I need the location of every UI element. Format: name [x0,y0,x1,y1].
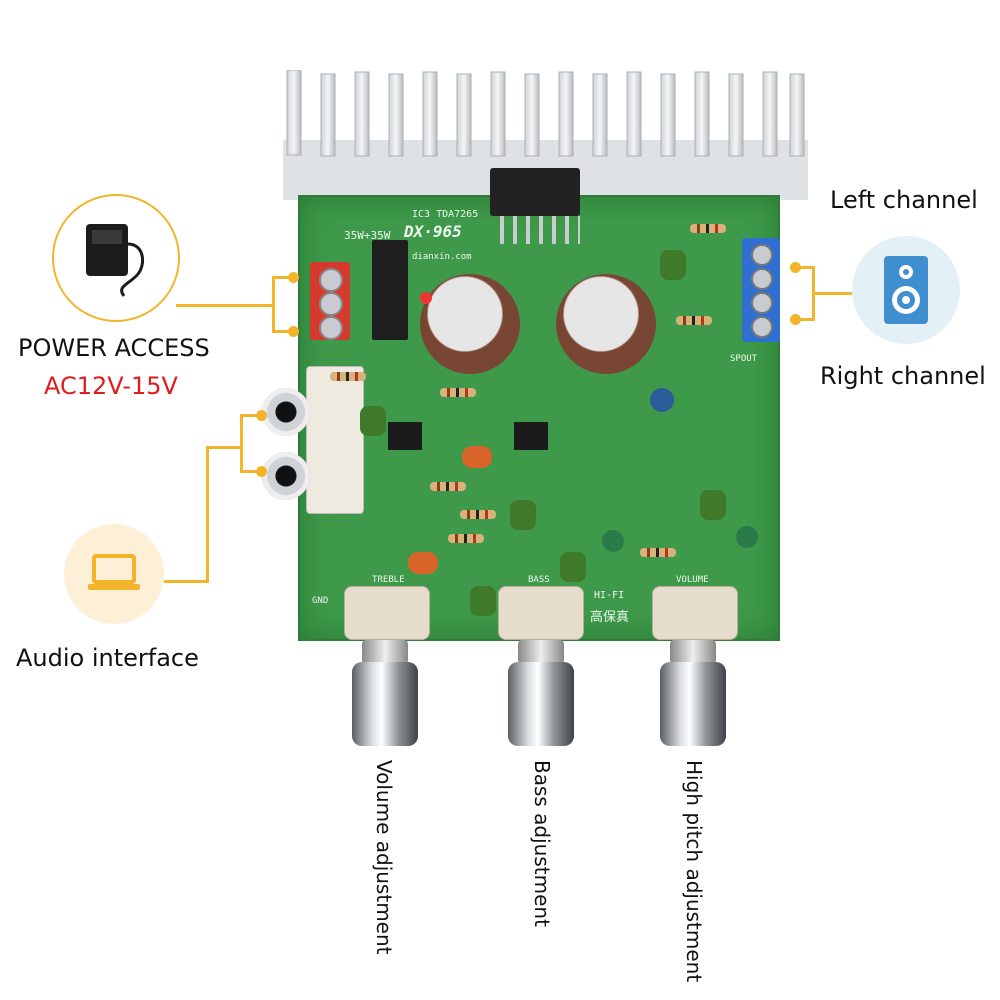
laptop-icon [86,552,142,601]
power-dot [288,326,299,337]
audio-interface-label: Audio interface [16,644,199,672]
bass-potentiometer [498,586,584,640]
audio-connector-tick [240,414,262,417]
film-capacitor [470,586,496,616]
board-model: DX·965 [404,222,462,241]
resistor [460,510,496,519]
power-connector-tick [272,276,294,279]
ceramic-capacitor [462,446,492,468]
power-access-label: POWER ACCESS [18,334,210,362]
small-electrolytic [736,526,758,548]
rca-jack-housing [306,366,364,514]
high-pitch-adjustment-label: High pitch adjustment [682,760,706,983]
audio-connector-vertical [206,446,209,583]
speaker-connector-tick [796,318,814,321]
bass-adjustment-label: Bass adjustment [530,760,554,927]
board-hifi-cn: 高保真 [590,610,630,625]
power-terminal-block [310,262,350,340]
audio-connector-bracket [240,414,243,472]
audio-connector-branch [206,446,240,449]
board-hifi: HI-FI [594,590,625,601]
resistor [640,548,676,557]
small-electrolytic [650,388,674,412]
speaker-terminal-block [742,238,780,342]
film-capacitor [510,500,536,530]
audio-dot [256,410,267,421]
speaker-icon [882,254,930,331]
resistor [430,482,466,491]
audio-dot [256,466,267,477]
volume-adjustment-label: Volume adjustment [372,760,396,955]
rca-jack-left [262,388,310,436]
power-voltage-label: AC12V-15V [44,372,178,400]
resistor [448,534,484,543]
heatsink [283,69,808,200]
filter-capacitor-2 [556,274,656,374]
rca-jack-right [262,452,310,500]
speaker-dot [790,314,801,325]
filter-capacitor-1 [420,274,520,374]
board-ic-label: IC3 TDA7265 [412,209,479,220]
power-connector-line [176,304,272,307]
resistor [440,388,476,397]
board-bass: BASS [528,575,550,585]
ceramic-capacitor [408,552,438,574]
board-spout: SPOUT [730,354,758,364]
speaker-dot [790,262,801,273]
board-gnd: GND [312,596,329,606]
amplifier-ic [490,168,580,216]
bass-knob[interactable] [508,640,574,746]
film-capacitor [660,250,686,280]
power-adapter-icon [72,214,162,309]
power-connector-tick [272,330,294,333]
opamp-2 [514,422,548,450]
rectifier [372,240,408,340]
opamp-1 [388,422,422,450]
high-pitch-knob[interactable] [660,640,726,746]
board-volume: VOLUME [676,575,709,585]
led [420,292,432,304]
audio-connector-tick [240,470,262,473]
speaker-callout-circle [852,236,960,344]
resistor [690,224,726,233]
right-channel-label: Right channel [820,362,986,390]
film-capacitor [360,406,386,436]
board-website: dianxin.com [412,252,472,262]
treble-potentiometer [344,586,430,640]
resistor [330,372,366,381]
board-power-rating: 35W+35W [344,229,391,242]
board-treble: TREBLE [372,575,405,585]
film-capacitor [560,552,586,582]
audio-callout-circle [64,524,164,624]
speaker-connector-tick [796,266,814,269]
left-channel-label: Left channel [830,186,978,214]
power-callout-circle [52,194,180,322]
small-electrolytic [602,530,624,552]
power-connector-bracket [272,276,275,332]
power-dot [288,272,299,283]
audio-connector-line [164,580,208,583]
volume-knob[interactable] [352,640,418,746]
ic-pins [500,216,580,244]
speaker-connector-line [812,292,852,295]
volume-potentiometer [652,586,738,640]
film-capacitor [700,490,726,520]
resistor [676,316,712,325]
